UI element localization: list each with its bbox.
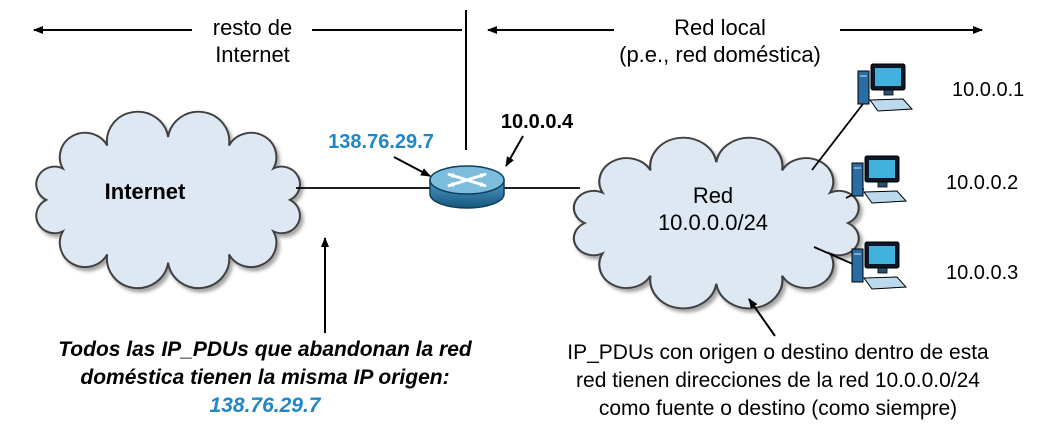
local-network-name: Red xyxy=(692,183,734,208)
host-1-link xyxy=(811,99,867,171)
wan-ip-pointer-arrow xyxy=(393,156,431,177)
local-net-note-line1: IP_PDUs con origen o destino dentro de e… xyxy=(567,341,989,364)
local-net-note: IP_PDUs con origen o destino dentro de e… xyxy=(518,339,1038,423)
internet-cloud xyxy=(35,110,301,289)
host-3-computer-icon xyxy=(851,241,907,290)
router-cross-arrows-icon xyxy=(447,172,487,188)
local-net-note-line3: como fuente o destino (como siempre) xyxy=(598,397,958,420)
rest-of-internet-label: resto de Internet xyxy=(175,14,330,68)
router-icon xyxy=(429,165,505,209)
rest-of-internet-line2: Internet xyxy=(215,42,290,67)
rest-of-internet-line1: resto de xyxy=(212,15,293,40)
lan-ip-pointer-arrow xyxy=(505,135,524,167)
local-network-zone-line2: (p.e., red doméstica) xyxy=(619,42,821,67)
local-network-zone-line1: Red local xyxy=(674,15,766,40)
host-1-computer-icon xyxy=(857,63,913,112)
local-network-cloud xyxy=(572,136,860,310)
host-2-ip: 10.0.0.2 xyxy=(946,172,1019,194)
source-ip-note: Todos las IP_PDUs que abandonan la red d… xyxy=(15,336,515,420)
router-wan-ip: 138.76.29.7 xyxy=(328,131,434,153)
local-network-cloud-label: Red 10.0.0.0/24 xyxy=(628,182,798,236)
source-ip-note-line2: doméstica tienen la misma IP origen: xyxy=(80,366,450,389)
local-net-note-line2: red tienen direcciones de la red 10.0.0.… xyxy=(576,369,980,392)
host-2-computer-icon xyxy=(851,155,907,204)
internet-cloud-label: Internet xyxy=(104,179,186,204)
host-1-ip: 10.0.0.1 xyxy=(952,79,1025,101)
source-ip-note-ip: 138.76.29.7 xyxy=(209,394,321,417)
local-network-subnet: 10.0.0.0/24 xyxy=(657,210,769,235)
source-ip-note-line1: Todos las IP_PDUs que abandonan la red xyxy=(58,338,472,361)
local-network-zone-label: Red local (p.e., red doméstica) xyxy=(585,14,855,68)
router-lan-ip: 10.0.0.4 xyxy=(500,111,574,133)
local-net-note-arrow xyxy=(748,298,776,337)
host-3-ip: 10.0.0.3 xyxy=(946,262,1019,284)
